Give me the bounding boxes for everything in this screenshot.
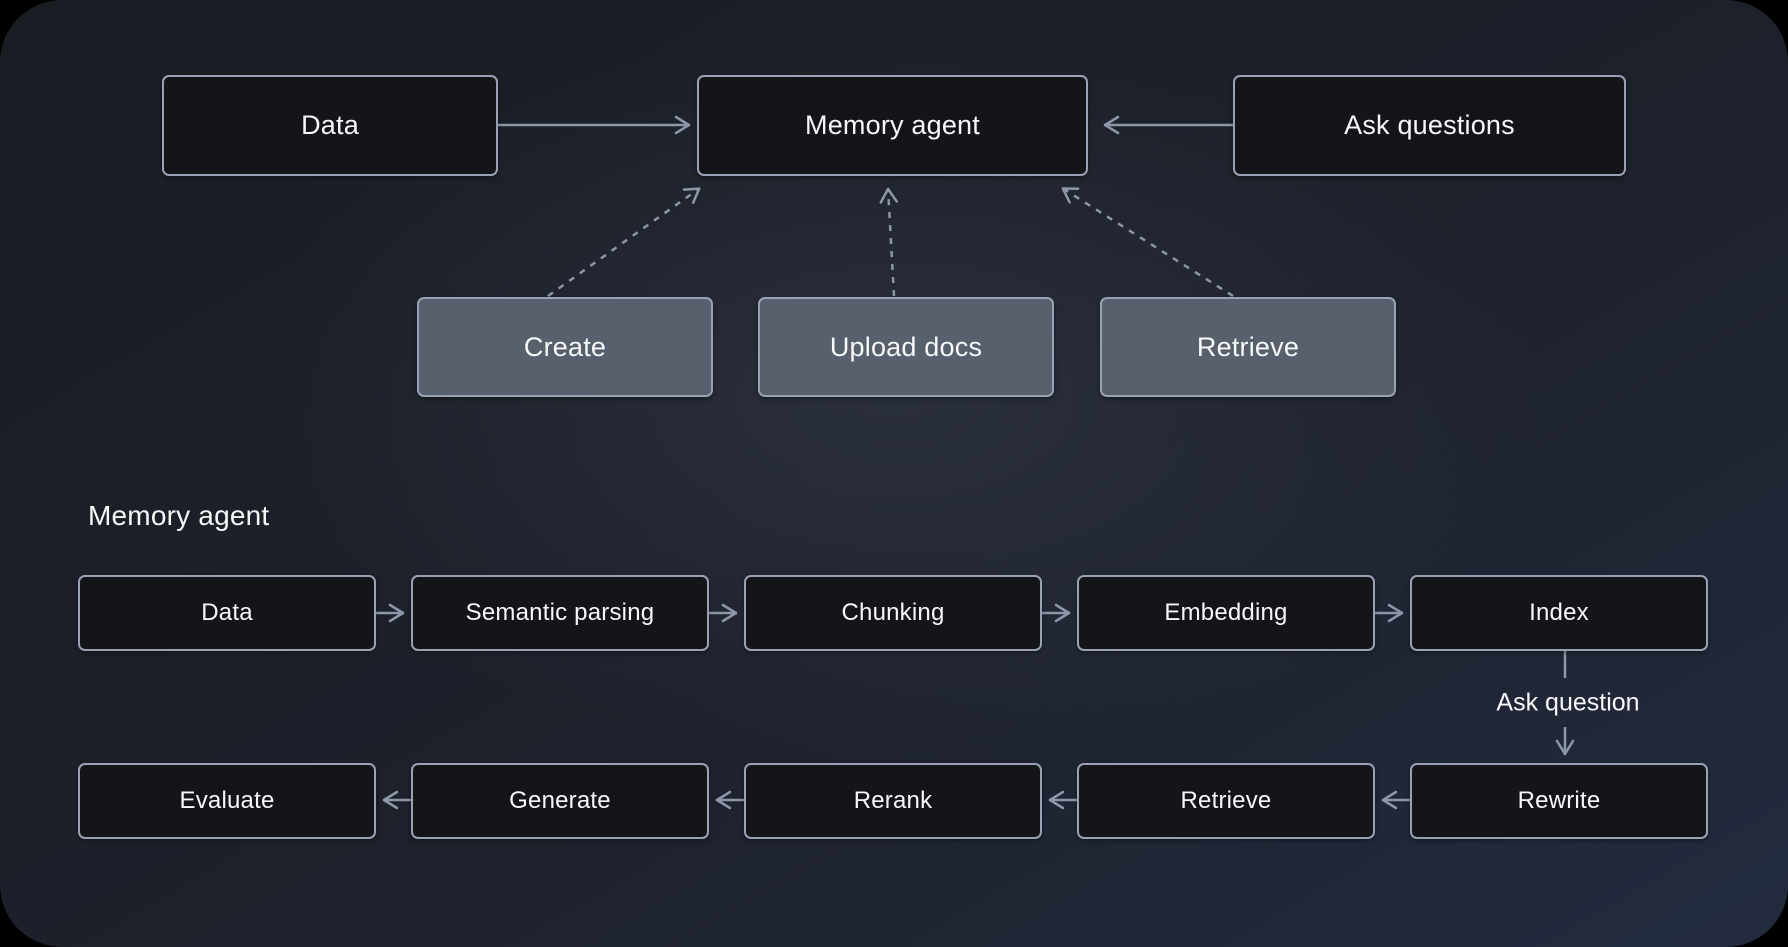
node-embedding: Embedding bbox=[1077, 575, 1375, 651]
node-evaluate: Evaluate bbox=[78, 763, 376, 839]
node-ask-questions: Ask questions bbox=[1233, 75, 1626, 176]
arrow-retrieve-to-memory-agent bbox=[1061, 186, 1234, 298]
section-title-memory-agent: Memory agent bbox=[88, 500, 270, 531]
arrow-create-to-memory-agent bbox=[547, 186, 701, 298]
node-chunking: Chunking bbox=[744, 575, 1042, 651]
node-retrieve-action: Retrieve bbox=[1100, 297, 1396, 397]
node-index: Index bbox=[1410, 575, 1708, 651]
node-data: Data bbox=[78, 575, 376, 651]
node-memory-agent: Memory agent bbox=[697, 75, 1088, 176]
node-retrieve: Retrieve bbox=[1077, 763, 1375, 839]
node-semantic-parsing: Semantic parsing bbox=[411, 575, 709, 651]
arrow-upload-docs-to-memory-agent bbox=[879, 187, 899, 297]
node-data-source: Data bbox=[162, 75, 498, 176]
node-rerank: Rerank bbox=[744, 763, 1042, 839]
node-create: Create bbox=[417, 297, 713, 397]
edge-label-ask-question: Ask question bbox=[1496, 688, 1640, 717]
node-upload-docs: Upload docs bbox=[758, 297, 1054, 397]
node-rewrite: Rewrite bbox=[1410, 763, 1708, 839]
node-generate: Generate bbox=[411, 763, 709, 839]
